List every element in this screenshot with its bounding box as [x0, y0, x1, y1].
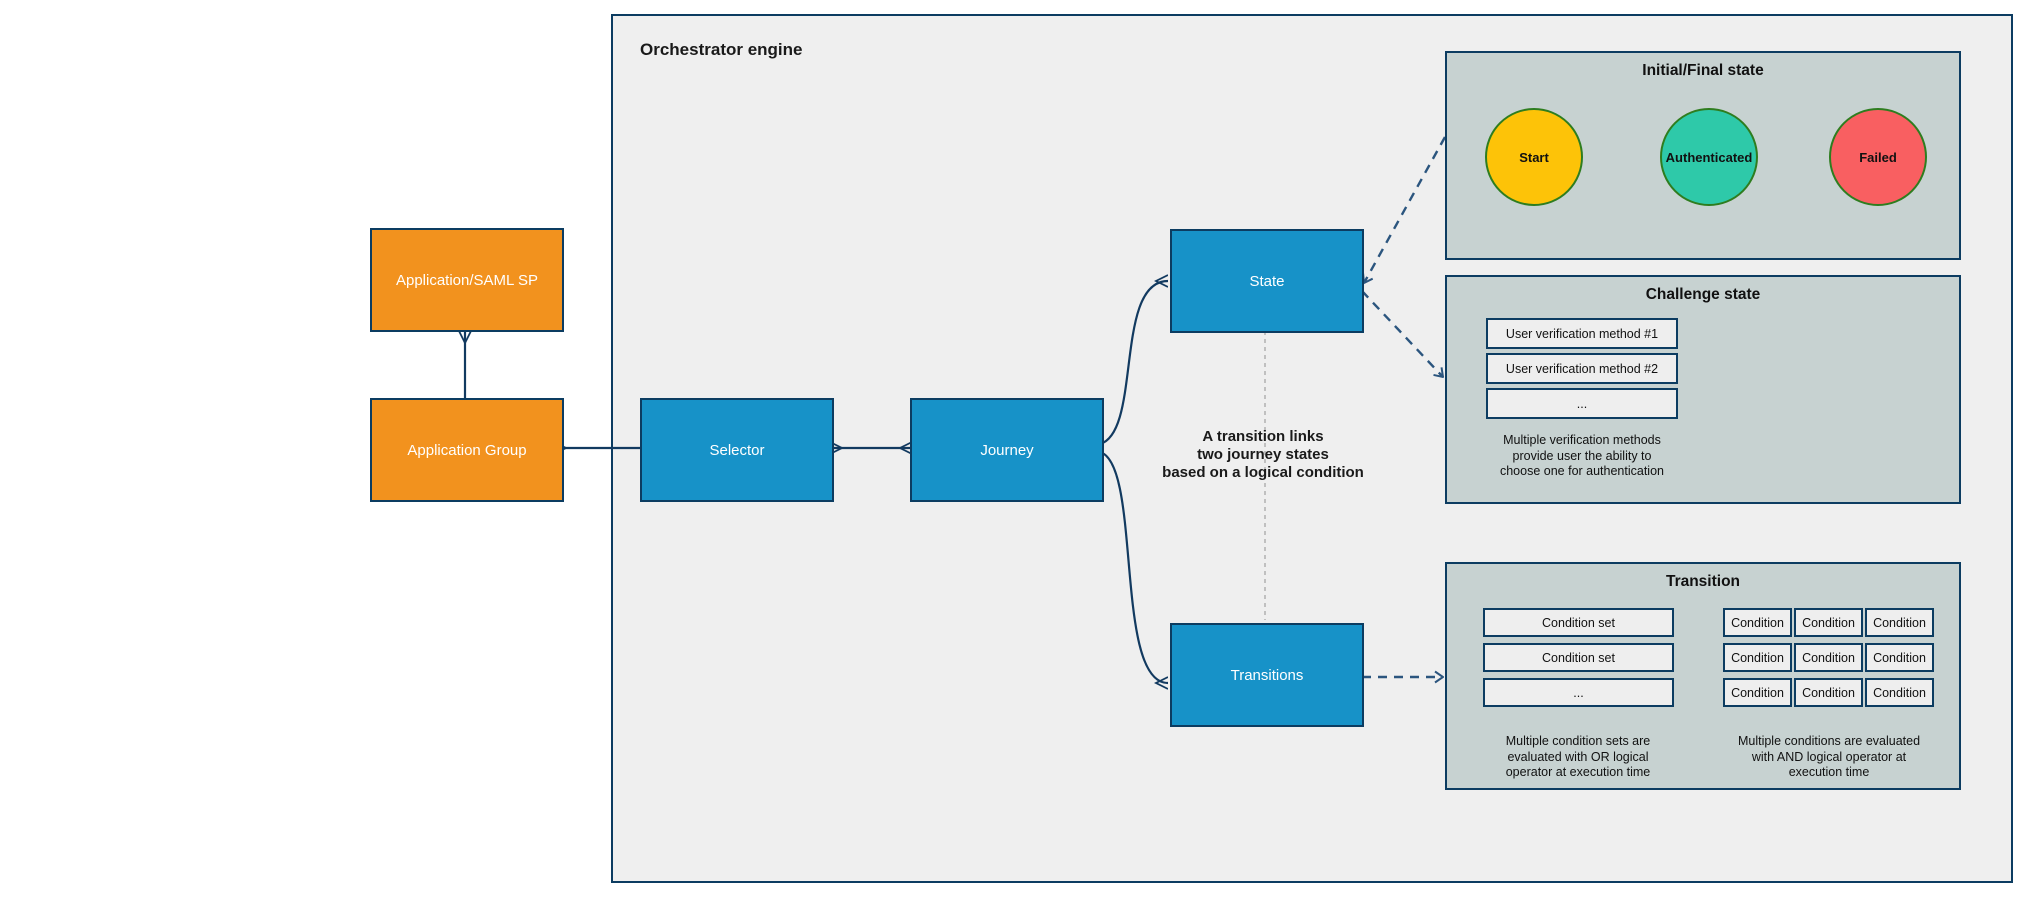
node-selector: Selector: [640, 398, 834, 502]
node-application-saml-sp: Application/SAML SP: [370, 228, 564, 332]
transition-annotation: A transition links two journey states ba…: [1162, 428, 1364, 481]
challenge-caption: Multiple verification methods provide us…: [1499, 433, 1664, 478]
condition-set-box: ...: [1483, 678, 1674, 707]
condition-box: Condition: [1723, 643, 1792, 672]
verification-method-box: User verification method #1: [1486, 318, 1678, 349]
state-circle-authenticated: Authenticated: [1660, 108, 1758, 206]
panel-transition: Transition Condition set Condition set .…: [1445, 562, 1961, 790]
state-circle-start: Start: [1485, 108, 1583, 206]
panel-title: Initial/Final state: [1642, 62, 1764, 79]
state-circle-label: Authenticated: [1665, 149, 1753, 165]
node-state: State: [1170, 229, 1364, 333]
state-circle-label: Failed: [1859, 149, 1897, 165]
condition-box: Condition: [1794, 643, 1863, 672]
condition-row: Condition Condition Condition: [1723, 608, 1934, 637]
condition-box: Condition: [1723, 608, 1792, 637]
node-label: Journey: [980, 441, 1034, 459]
condition-box: Condition: [1865, 678, 1934, 707]
condition-set-box: Condition set: [1483, 643, 1674, 672]
state-circle-label: Start: [1519, 149, 1549, 165]
node-label: State: [1249, 272, 1285, 290]
condition-box: Condition: [1723, 678, 1792, 707]
node-label: Selector: [709, 441, 765, 459]
condition-row: Condition Condition Condition: [1723, 643, 1934, 672]
panel-initial-final-state: Initial/Final state Start Authenticated …: [1445, 51, 1961, 260]
orchestrator-engine-title: Orchestrator engine: [640, 40, 803, 59]
state-circle-failed: Failed: [1829, 108, 1927, 206]
verification-method-box: User verification method #2: [1486, 353, 1678, 384]
panel-challenge-state: Challenge state User verification method…: [1445, 275, 1961, 504]
node-label: Application Group: [407, 441, 527, 459]
or-caption: Multiple condition sets are evaluated wi…: [1505, 734, 1651, 779]
panel-title: Challenge state: [1645, 286, 1761, 303]
node-label: Transitions: [1230, 666, 1304, 684]
node-application-group: Application Group: [370, 398, 564, 502]
node-label: Application/SAML SP: [395, 271, 539, 289]
condition-box: Condition: [1794, 678, 1863, 707]
node-journey: Journey: [910, 398, 1104, 502]
condition-box: Condition: [1865, 608, 1934, 637]
condition-row: Condition Condition Condition: [1723, 678, 1934, 707]
condition-box: Condition: [1865, 643, 1934, 672]
panel-title: Transition: [1665, 573, 1741, 590]
condition-box: Condition: [1794, 608, 1863, 637]
verification-method-box: ...: [1486, 388, 1678, 419]
and-caption: Multiple conditions are evaluated with A…: [1737, 734, 1921, 779]
node-transitions: Transitions: [1170, 623, 1364, 727]
condition-set-box: Condition set: [1483, 608, 1674, 637]
